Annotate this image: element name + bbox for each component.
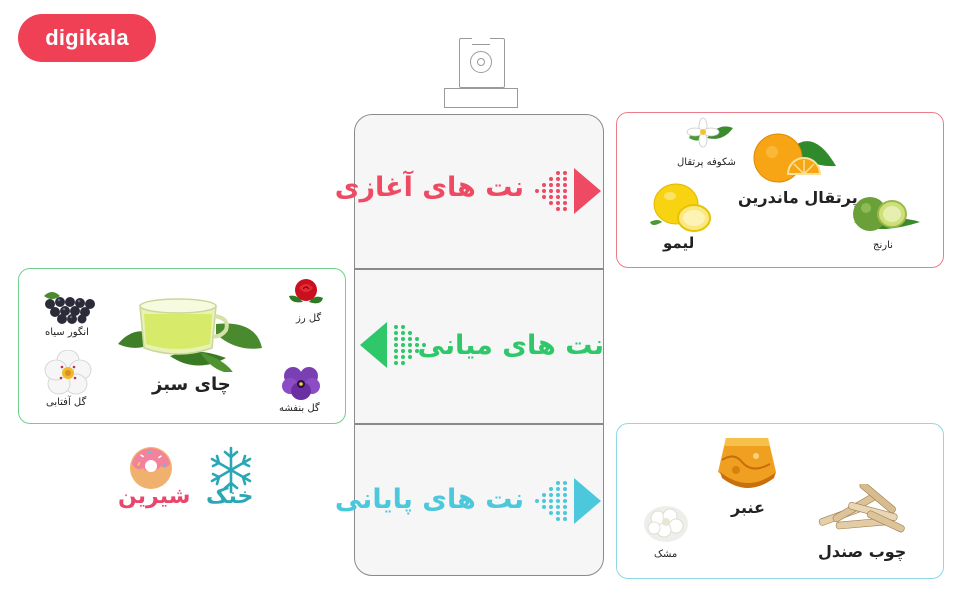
snowflake-icon: [210, 446, 252, 494]
musk-icon: [644, 506, 688, 542]
sandalwood-icon: [818, 484, 905, 533]
bitter-orange-icon: [853, 197, 920, 231]
cool-label: خنک: [206, 484, 254, 509]
violet-label: گل بنفشه: [279, 403, 320, 414]
middle-notes-box: [18, 268, 346, 424]
rose-icon: [289, 279, 323, 304]
middle-notes-label: نت های میانی: [417, 330, 604, 361]
amber-label: عنبر: [731, 498, 765, 517]
musk-label: مشک: [654, 549, 678, 560]
arrow-right-icon: [535, 478, 601, 524]
mandarin-orange-label: پرتقال ماندرین: [738, 188, 858, 207]
green-tea-label: چای سبز: [152, 374, 231, 395]
amber-icon: [718, 438, 776, 488]
digikala-logo[interactable]: digikala: [18, 14, 156, 62]
bottle-divider-bottom: [355, 423, 603, 425]
orange-blossom-label: شکوفه پرتقال: [677, 157, 736, 168]
base-notes-box: [616, 423, 944, 579]
arrow-left-icon: [360, 322, 426, 368]
arrow-right-icon: [535, 168, 601, 214]
top-notes-label: نت های آغازی: [334, 172, 524, 203]
sweet-label: شیرین: [118, 484, 191, 509]
spray-button-center: [477, 58, 485, 66]
lemon-icon: [650, 183, 711, 232]
sandalwood-label: چوب صندل: [818, 542, 907, 561]
violet-icon: [282, 367, 320, 400]
bitter-orange-label: نارنج: [873, 240, 893, 251]
base-notes-label: نت های پایانی: [334, 484, 524, 515]
donut-icon: [130, 447, 172, 489]
black-grapes-label: انگور سیاه: [45, 327, 89, 338]
rose-label: گل رز: [296, 313, 322, 324]
green-tea-icon: [118, 298, 262, 372]
rock-rose-icon: [44, 350, 92, 395]
lemon-label: لیمو: [663, 234, 695, 252]
black-grapes-icon: [44, 292, 95, 324]
bottle-collar: [444, 88, 518, 108]
spray-nozzle: [472, 36, 490, 45]
bottle-divider-top: [355, 268, 603, 270]
mandarin-orange-icon: [753, 133, 836, 183]
spray-button-icon: [470, 51, 492, 73]
rock-rose-label: گل آفتابی: [46, 397, 87, 408]
orange-blossom-icon: [686, 117, 733, 148]
